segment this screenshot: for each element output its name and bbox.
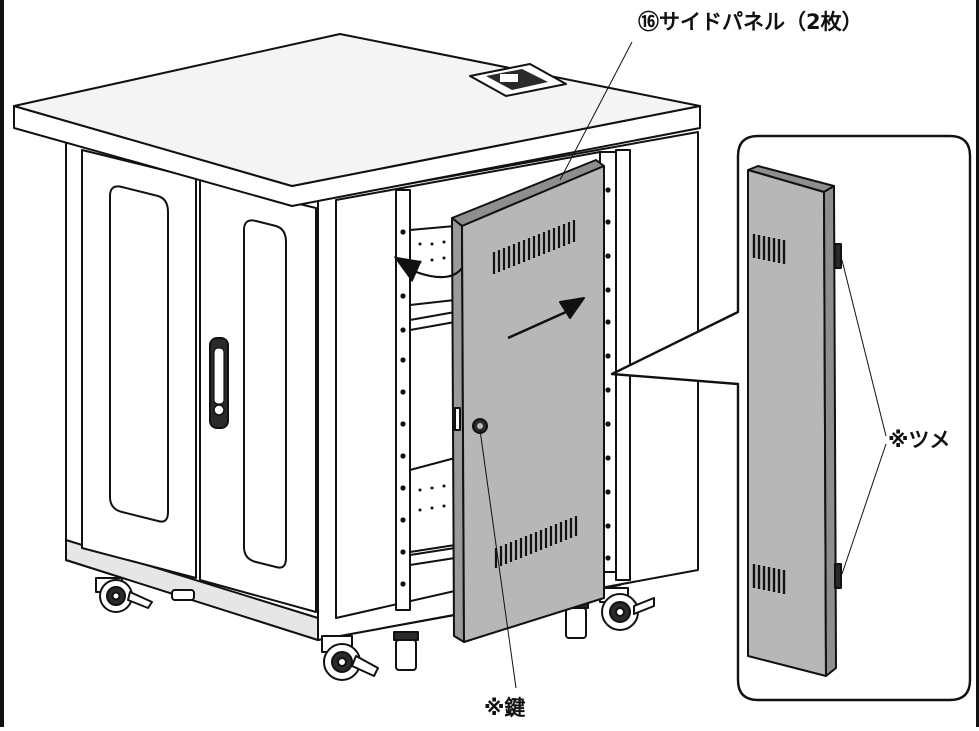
leveling-foot-1 <box>393 631 419 671</box>
left-border <box>0 0 4 727</box>
caster-front-right <box>321 635 379 681</box>
side-panel-vents-top <box>492 220 576 274</box>
side-panel-handle <box>454 407 461 431</box>
caster-back-right <box>599 587 655 631</box>
leader-lines <box>479 41 887 689</box>
side-panel-vents-bottom <box>494 516 578 568</box>
key-label: ※鍵 <box>484 696 526 720</box>
side-panel <box>451 159 605 643</box>
zoom-vents-top <box>752 234 786 264</box>
zoom-tab-top <box>834 243 842 269</box>
rack-rail-left <box>395 189 411 611</box>
zoom-panel <box>747 165 842 677</box>
leader-tab-top <box>841 259 887 437</box>
leader-key <box>479 429 517 689</box>
caster-front-left <box>95 577 153 613</box>
right-door-window <box>243 219 287 569</box>
top-cable-port-tab <box>500 74 518 82</box>
side-panel-label: ⑯サイドパネル（2枚） <box>638 10 863 34</box>
door-lock <box>213 404 225 416</box>
zoom-tab-bottom <box>834 563 842 589</box>
shelf-middle-edge-2 <box>409 321 456 331</box>
install-arrow-head <box>559 297 585 319</box>
leader-tab-bottom <box>841 443 887 575</box>
left-door-window <box>109 185 169 523</box>
shelf-bottom-edge <box>409 547 456 556</box>
side-panel-face <box>461 165 605 643</box>
shelf-lower <box>409 457 456 553</box>
leader-side-panel <box>559 41 633 181</box>
rail-holes <box>400 187 611 587</box>
tabs-label: ※ツメ <box>888 428 951 452</box>
zoom-vents-bottom <box>752 564 786 594</box>
shelf-middle-edge <box>409 311 456 321</box>
shelf-bottom-edge-2 <box>409 557 456 566</box>
install-arrow-shaft <box>507 310 567 340</box>
right-border <box>976 0 979 727</box>
zoom-panel-edge <box>823 185 837 677</box>
tilt-arrow <box>393 256 463 283</box>
leveling-foot-3 <box>171 589 195 601</box>
